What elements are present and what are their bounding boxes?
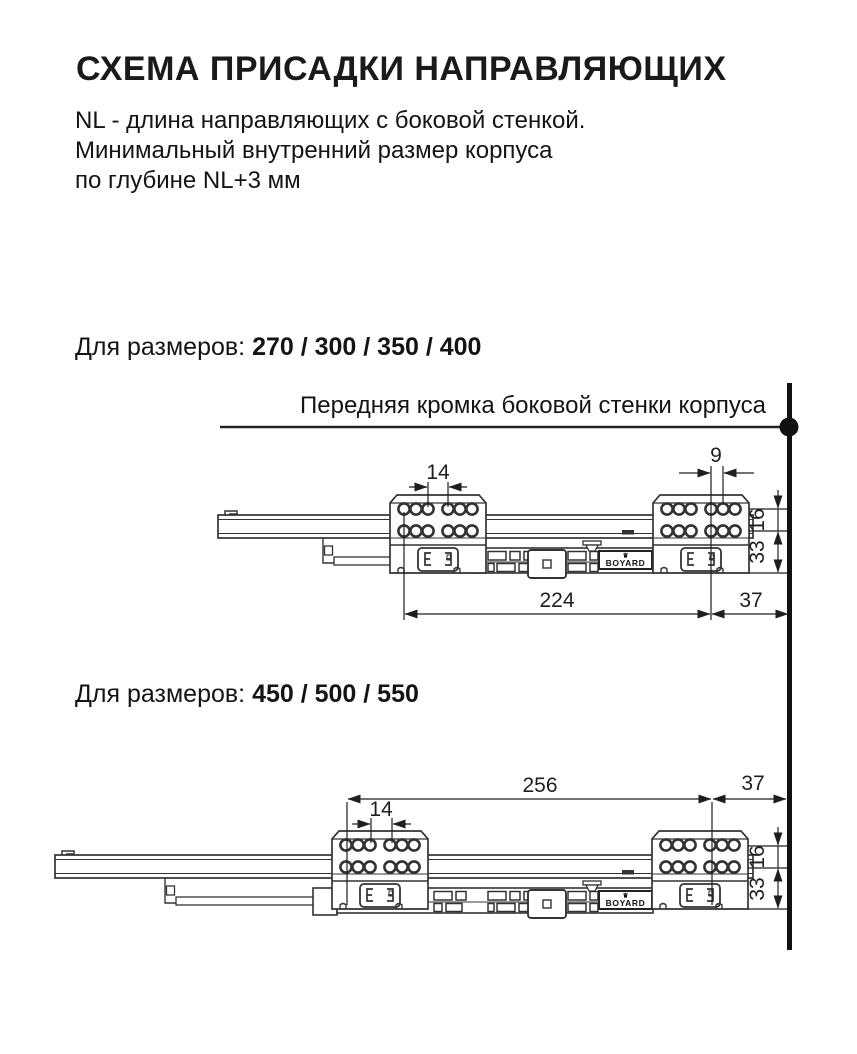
dim-hole-gap-1: 14 [426, 461, 450, 484]
dimensions-1 [403, 466, 789, 620]
activator-1 [582, 540, 602, 552]
rail-notch-2 [622, 870, 634, 875]
dim-length-2: 256 [522, 774, 557, 797]
crown-icon: ♛ [623, 892, 629, 900]
rail-hook [224, 510, 238, 515]
section2-sizes: 450 / 500 / 550 [252, 680, 419, 708]
diagram-1: ♛ BOYARD [217, 444, 789, 620]
dim-bottom-offset-1: 33 [746, 540, 769, 563]
cabinet-front-edge [220, 383, 799, 950]
dim-row-spacing-1: 16 [746, 508, 769, 531]
latch-clip-2 [527, 889, 567, 919]
brand-logo-2: ♛ BOYARD [598, 890, 653, 910]
dim-hole-step-1: 9 [710, 444, 722, 467]
soft-close-mechanism-1: ♛ BOYARD [469, 530, 654, 579]
page-title: СХЕМА ПРИСАДКИ НАПРАВЛЯЮЩИХ [76, 50, 727, 88]
dimension-labels-1: 14 9 224 37 16 33 [426, 444, 769, 612]
diagram-2: ♛ BOYARD [54, 772, 787, 919]
section1-sizes: 270 / 300 / 350 / 400 [252, 333, 482, 361]
crown-icon: ♛ [623, 552, 629, 560]
section2-label: Для размеров: [75, 680, 246, 708]
dim-bottom-offset-2: 33 [746, 877, 769, 900]
mounting-bracket-rear-2 [650, 829, 750, 911]
brand-logo-text-2: BOYARD [606, 898, 646, 908]
brand-logo-text-1: BOYARD [606, 558, 646, 568]
dim-row-spacing-2: 16 [746, 845, 769, 868]
dimension-labels-2: 256 37 14 16 33 [369, 772, 769, 901]
dimensions-2 [346, 794, 787, 910]
note-line-2: Минимальный внутренний размер корпуса [75, 137, 553, 164]
latch-clip-1 [527, 549, 567, 579]
activator-2 [582, 880, 602, 892]
note-line-1: NL - длина направляющих с боковой стенко… [75, 107, 586, 134]
section2-heading: Для размеров: 450 / 500 / 550 [75, 680, 419, 709]
dim-hole-gap-2: 14 [369, 798, 393, 821]
dim-rear-offset-2: 37 [741, 772, 764, 795]
note-line-3: по глубине NL+3 мм [75, 167, 301, 194]
rail-notch-1 [622, 530, 634, 535]
rail-hook [61, 850, 75, 855]
section1-heading: Для размеров: 270 / 300 / 350 / 400 [75, 333, 481, 362]
front-edge-label: Передняя кромка боковой стенки корпуса [300, 392, 766, 419]
front-edge-dot [779, 417, 799, 437]
inner-member-2 [175, 896, 317, 906]
mounting-bracket-rear-1 [651, 493, 751, 575]
dim-length-1: 224 [539, 589, 574, 612]
section1-label: Для размеров: [75, 333, 246, 361]
dim-rear-offset-1: 37 [739, 589, 762, 612]
brand-logo-1: ♛ BOYARD [598, 550, 653, 570]
